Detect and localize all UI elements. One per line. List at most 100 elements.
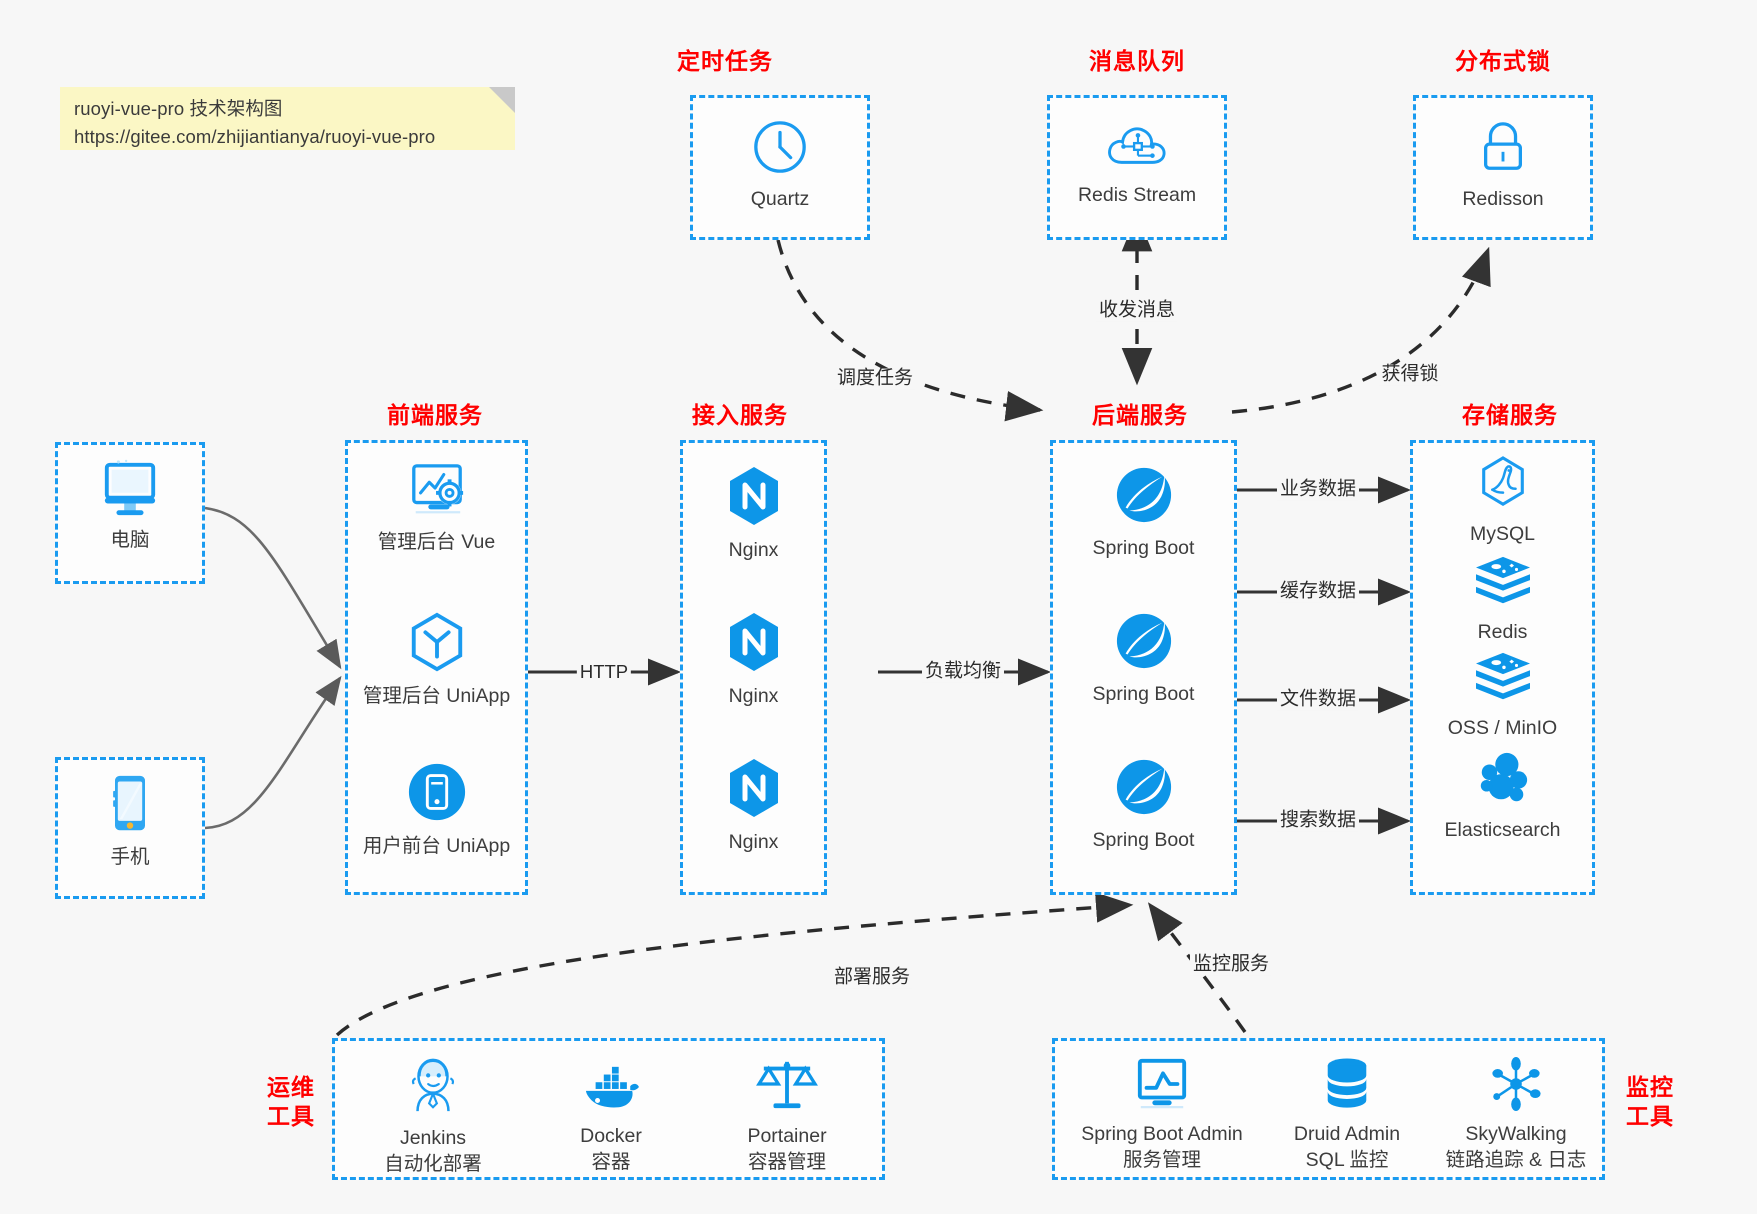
group-title-devops: 运维 工具 [256, 1073, 326, 1131]
mysql-icon [1476, 455, 1530, 516]
node-jenkins[interactable]: Jenkins 自动化部署 [353, 1057, 513, 1178]
node-spring-boot-3[interactable]: Spring Boot [1053, 757, 1234, 853]
group-title-storage: 存储服务 [1462, 402, 1558, 428]
mobile-circle-icon [406, 761, 468, 828]
node-oss-minio[interactable]: OSS / MinIO [1413, 651, 1592, 741]
group-title-gateway: 接入服务 [692, 402, 788, 428]
node-label: Nginx [728, 685, 779, 707]
node-nginx-3[interactable]: Nginx [683, 757, 824, 855]
group-title-lock: 分布式锁 [1455, 48, 1551, 74]
node-redis[interactable]: Redis [1413, 555, 1592, 645]
hexagon-cube-icon [406, 611, 468, 678]
node-admin-vue[interactable]: 管理后台 Vue [348, 461, 525, 555]
edge-label-file-data: 文件数据 [1276, 689, 1360, 711]
group-box-backend[interactable]: Spring Boot Spring Boot [1050, 440, 1237, 895]
group-title-devops-line2: 工具 [267, 1102, 315, 1129]
node-desktop[interactable]: 电脑 [58, 459, 202, 553]
node-label: 手机 [110, 846, 150, 868]
group-title-monitor: 监控 工具 [1615, 1073, 1685, 1131]
group-title-monitor-line2: 工具 [1626, 1102, 1674, 1129]
group-box-storage[interactable]: MySQL Redis [1410, 440, 1595, 895]
node-elasticsearch[interactable]: Elasticsearch [1413, 751, 1592, 843]
edge-label-search-data: 搜索数据 [1276, 810, 1360, 832]
note-url: https://gitee.com/zhijiantianya/ruoyi-vu… [74, 125, 436, 147]
database-icon [1320, 1057, 1374, 1116]
mobile-icon [107, 774, 153, 839]
edge-label-http: HTTP [576, 661, 632, 683]
node-label: Spring Boot [1092, 537, 1195, 559]
node-label: Druid Admin [1293, 1123, 1401, 1145]
node-redis-stream[interactable]: Redis Stream [1050, 120, 1224, 208]
minio-icon [1473, 651, 1533, 710]
group-box-lock[interactable]: Redisson [1413, 95, 1593, 240]
node-spring-boot-admin[interactable]: Spring Boot Admin 服务管理 [1067, 1057, 1257, 1174]
jenkins-icon [404, 1057, 462, 1120]
client-desktop-box[interactable]: 电脑 [55, 442, 205, 584]
elasticsearch-icon [1474, 751, 1532, 812]
node-label: Redisson [1462, 188, 1544, 210]
node-nginx-2[interactable]: Nginx [683, 611, 824, 709]
node-spring-boot-2[interactable]: Spring Boot [1053, 611, 1234, 707]
node-spring-boot-1[interactable]: Spring Boot [1053, 465, 1234, 561]
node-mysql[interactable]: MySQL [1413, 455, 1592, 547]
node-label: OSS / MinIO [1447, 717, 1558, 739]
note-title: ruoyi-vue-pro 技术架构图 [74, 98, 283, 119]
edge-label-deploy-service: 部署服务 [830, 967, 914, 989]
node-label: Elasticsearch [1444, 819, 1561, 841]
node-label: Jenkins [399, 1127, 467, 1149]
nginx-icon [725, 611, 783, 678]
group-box-gateway[interactable]: Nginx Nginx Nginx [680, 440, 827, 895]
nginx-icon [725, 757, 783, 824]
node-user-uniapp[interactable]: 用户前台 UniApp [348, 761, 525, 859]
group-box-mq[interactable]: Redis Stream [1047, 95, 1227, 240]
edge-label-monitor-service: 监控服务 [1189, 954, 1273, 976]
edge-label-schedule-task: 调度任务 [833, 368, 917, 390]
node-label: Nginx [728, 539, 779, 561]
node-druid-admin[interactable]: Druid Admin SQL 监控 [1267, 1057, 1427, 1174]
node-label: Spring Boot Admin [1081, 1123, 1243, 1145]
group-box-scheduler[interactable]: Quartz [690, 95, 870, 240]
node-skywalking[interactable]: SkyWalking 链路追踪 & 日志 [1431, 1057, 1601, 1174]
group-title-scheduler: 定时任务 [677, 48, 773, 74]
padlock-icon [1476, 118, 1530, 181]
spring-boot-icon [1114, 465, 1174, 530]
node-nginx-1[interactable]: Nginx [683, 465, 824, 563]
note-fold-corner [489, 87, 515, 113]
node-label: SkyWalking [1465, 1123, 1567, 1145]
node-label: Nginx [728, 831, 779, 853]
dashboard-gear-icon [404, 461, 470, 524]
spring-boot-icon [1114, 757, 1174, 822]
docker-icon [580, 1063, 642, 1118]
group-box-frontend[interactable]: 管理后台 Vue 管理后台 UniApp 用户前台 [345, 440, 528, 895]
node-label: Spring Boot [1092, 829, 1195, 851]
node-quartz[interactable]: Quartz [693, 118, 867, 212]
monitor-chart-icon [1131, 1057, 1193, 1116]
client-mobile-box[interactable]: 手机 [55, 757, 205, 899]
skywalking-icon [1487, 1057, 1545, 1116]
edge-label-load-balance: 负载均衡 [921, 661, 1005, 683]
edge-label-business-data: 业务数据 [1276, 479, 1360, 501]
edge-label-send-receive-message: 收发消息 [1095, 300, 1179, 322]
node-portainer[interactable]: Portainer 容器管理 [707, 1057, 867, 1176]
node-sublabel: SQL 监控 [1305, 1149, 1389, 1172]
redis-icon [1473, 555, 1533, 614]
node-sublabel: 链路追踪 & 日志 [1445, 1149, 1587, 1172]
node-label: 管理后台 UniApp [362, 685, 511, 707]
node-label: Quartz [750, 188, 810, 210]
group-title-mq: 消息队列 [1089, 48, 1185, 74]
note-card: ruoyi-vue-pro 技术架构图 https://gitee.com/zh… [60, 87, 515, 150]
node-admin-uniapp[interactable]: 管理后台 UniApp [348, 611, 525, 709]
node-docker[interactable]: Docker 容器 [531, 1063, 691, 1176]
group-box-monitor[interactable]: Spring Boot Admin 服务管理 Druid Admin SQL 监… [1052, 1038, 1605, 1180]
node-mobile[interactable]: 手机 [58, 774, 202, 870]
nginx-icon [725, 465, 783, 532]
node-label: 用户前台 UniApp [362, 835, 511, 857]
node-sublabel: 服务管理 [1122, 1149, 1201, 1172]
node-label: MySQL [1469, 523, 1535, 545]
node-redisson[interactable]: Redisson [1416, 118, 1590, 212]
node-label: Redis [1477, 621, 1528, 643]
group-box-devops[interactable]: Jenkins 自动化部署 Docker 容器 [332, 1038, 885, 1180]
group-title-monitor-line1: 监控 [1626, 1074, 1674, 1100]
spring-boot-icon [1114, 611, 1174, 676]
cloud-stream-icon [1104, 120, 1170, 177]
